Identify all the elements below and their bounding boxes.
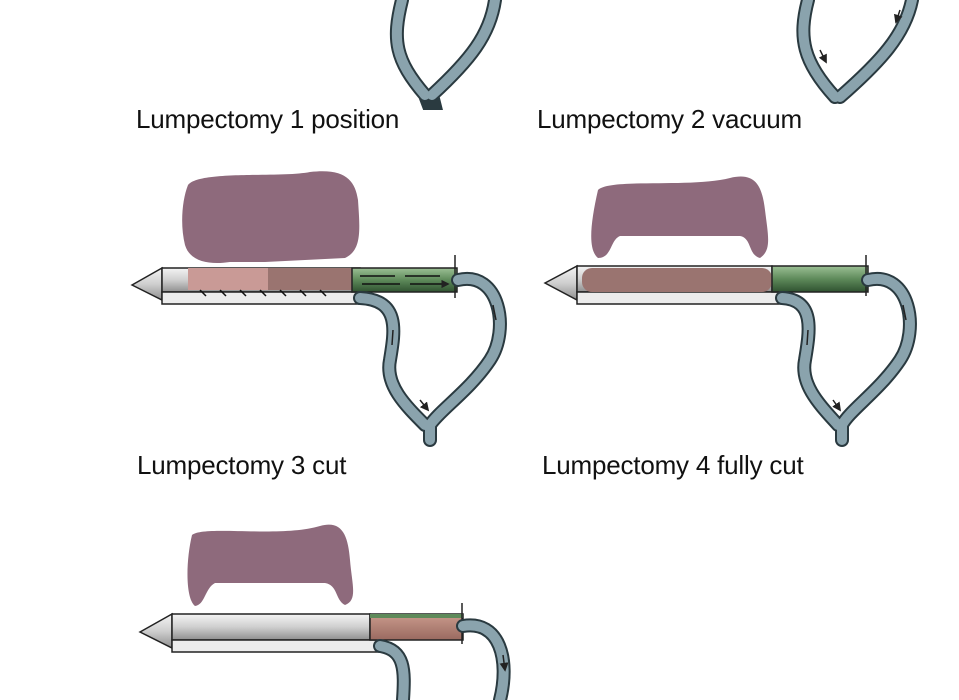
panel-1-position (389, 0, 502, 110)
vacuum-tube (353, 271, 507, 447)
vacuum-tube (796, 0, 919, 104)
needle (543, 255, 869, 305)
needle (130, 255, 458, 305)
breast-tissue (591, 176, 769, 258)
needle (138, 603, 464, 653)
vacuum-tube (389, 0, 502, 110)
panel-2-label: Lumpectomy 2 vacuum (537, 104, 802, 134)
panel-3-label: Lumpectomy 3 cut (137, 450, 347, 480)
panel-3-cut (130, 171, 507, 447)
panel-4-fully-cut (543, 176, 917, 447)
panel-4-label: Lumpectomy 4 fully cut (542, 450, 804, 480)
panel-2-vacuum (796, 0, 919, 104)
panel-5-retrieval (138, 524, 511, 700)
vacuum-tube (373, 618, 511, 700)
vacuum-tube (775, 271, 917, 447)
breast-tissue (182, 171, 360, 264)
panel-1-label: Lumpectomy 1 position (136, 104, 400, 134)
breast-tissue (187, 524, 354, 606)
